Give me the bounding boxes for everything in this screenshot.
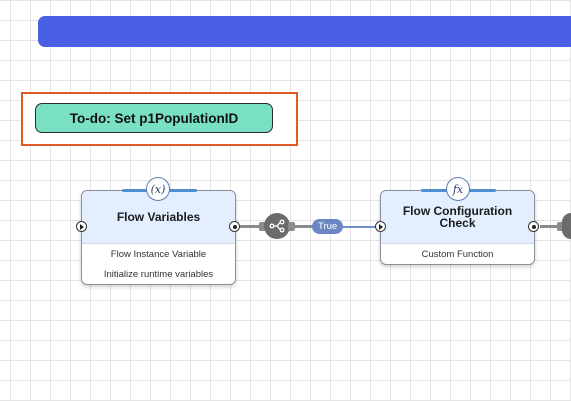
node-header: Flow Variables bbox=[82, 191, 235, 244]
node-title-line2: Check bbox=[439, 216, 476, 230]
connector-line[interactable] bbox=[240, 225, 265, 228]
output-port[interactable] bbox=[528, 221, 539, 232]
annotation-frame: To-do: Set p1PopulationID bbox=[21, 92, 298, 146]
node-body: Custom Function bbox=[381, 244, 534, 265]
input-port[interactable] bbox=[375, 221, 386, 232]
variable-x-icon: (x) bbox=[146, 177, 170, 201]
node-flow-variables[interactable]: Flow Variables Flow Instance Variable In… bbox=[81, 189, 236, 285]
node-type-label: Custom Function bbox=[421, 249, 494, 260]
condition-true-badge[interactable]: True bbox=[312, 219, 344, 234]
node-title: Flow Variables bbox=[116, 210, 201, 224]
node-flow-configuration-check[interactable]: Flow Configuration Check Custom Function bbox=[380, 189, 535, 265]
node-title-line1: Flow Configuration bbox=[402, 204, 513, 218]
branch-glyph-icon bbox=[269, 219, 285, 233]
function-fx-icon: fx bbox=[446, 177, 470, 201]
node-body: Flow Instance Variable Initialize runtim… bbox=[82, 244, 235, 285]
branch-icon[interactable] bbox=[264, 213, 290, 239]
connector-line-gray[interactable] bbox=[294, 225, 314, 228]
todo-note[interactable]: To-do: Set p1PopulationID bbox=[35, 103, 273, 133]
connector-line-true[interactable] bbox=[343, 226, 376, 228]
output-port[interactable] bbox=[229, 221, 240, 232]
connector-handle-left[interactable] bbox=[259, 222, 266, 231]
todo-note-label: To-do: Set p1PopulationID bbox=[69, 110, 239, 126]
connector-handle-right[interactable] bbox=[288, 222, 295, 231]
top-banner bbox=[38, 16, 571, 47]
next-branch-icon[interactable] bbox=[562, 213, 571, 239]
connector-handle-next[interactable] bbox=[557, 222, 564, 231]
input-port[interactable] bbox=[76, 221, 87, 232]
node-description: Initialize runtime variables bbox=[103, 269, 214, 280]
node-type-label: Flow Instance Variable bbox=[110, 249, 207, 260]
connector-line-next[interactable] bbox=[540, 225, 565, 228]
